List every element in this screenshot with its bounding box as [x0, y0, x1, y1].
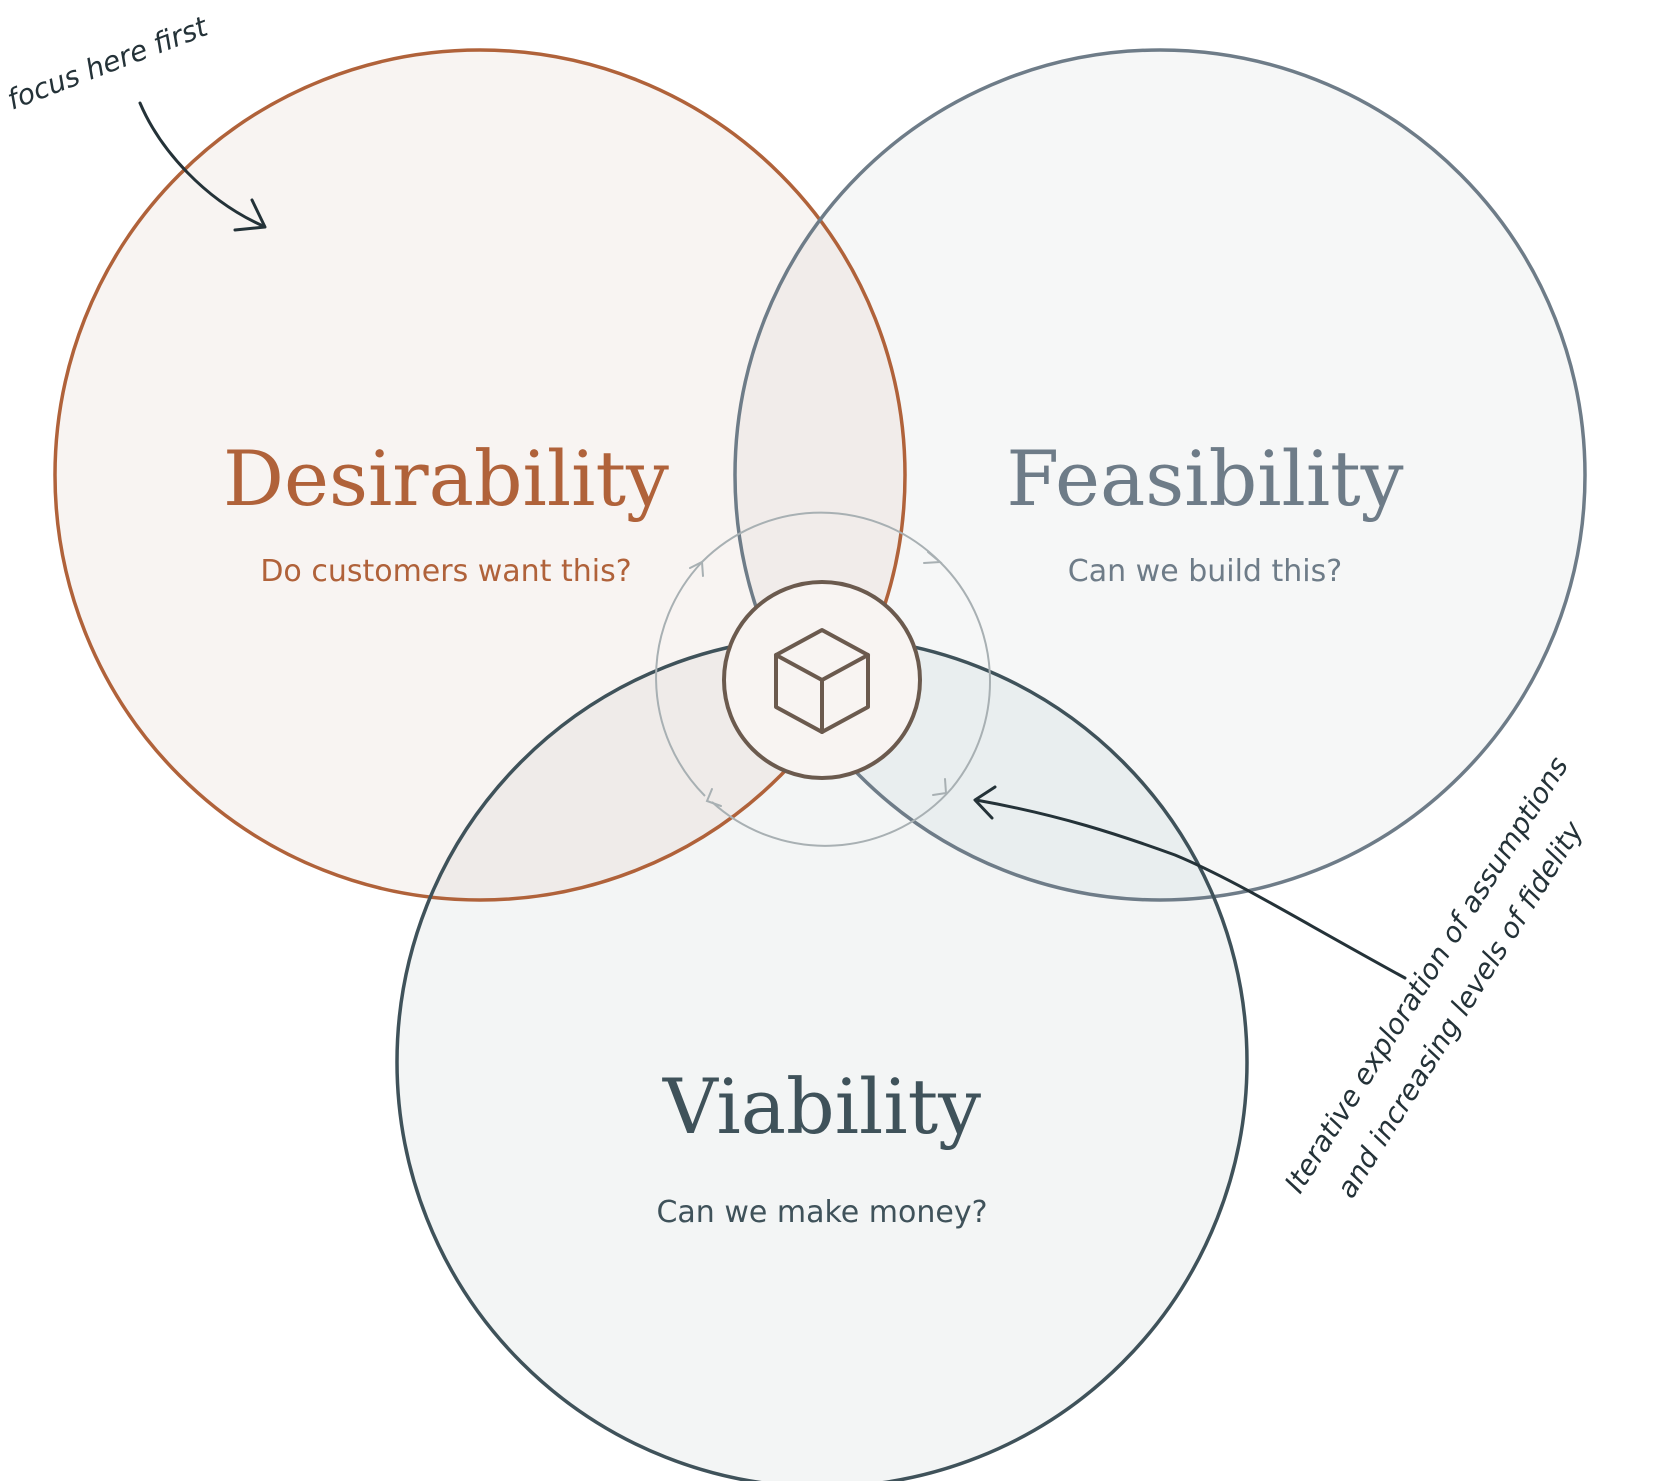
- feasibility-title: Feasibility: [1006, 434, 1403, 523]
- feasibility-question: Can we build this?: [1068, 554, 1342, 589]
- iteration-cycle: [655, 511, 991, 847]
- desirability-question: Do customers want this?: [260, 554, 631, 589]
- cycle-arrow-icons: [689, 551, 948, 807]
- cycle-arrow-icon: [923, 551, 943, 564]
- feasibility-circle: [733, 48, 1587, 902]
- cube-icon: [774, 628, 870, 734]
- focus-arrow-icon: [138, 101, 267, 232]
- iteration-note-line2: and increasing levels of fidelity: [1330, 815, 1590, 1204]
- cycle-arrow-icon: [705, 788, 722, 807]
- iteration-arrow-icon: [973, 785, 1407, 980]
- viability-question: Can we make money?: [656, 1195, 987, 1230]
- cycle-arrow-icon: [689, 560, 704, 577]
- overlap-feasibility-viability: [735, 637, 1247, 900]
- overlap-desirability-viability: [397, 637, 905, 900]
- desirability-circle: [53, 48, 907, 902]
- desirability-title: Desirability: [223, 434, 669, 523]
- cycle-arrow-icon: [932, 778, 948, 796]
- viability-title: Viability: [662, 1062, 981, 1151]
- focus-note: focus here first: [3, 10, 213, 117]
